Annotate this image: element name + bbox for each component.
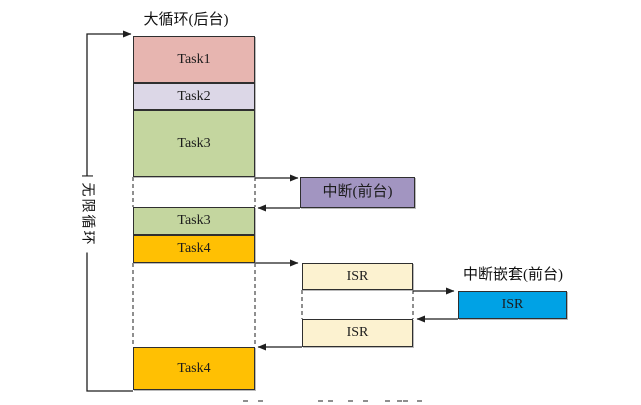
caption-glyph-top	[318, 400, 323, 402]
interrupt-box: 中断(前台)	[300, 177, 415, 208]
caption-glyph-top	[363, 400, 368, 402]
caption-glyph-top	[403, 400, 408, 402]
isr-nested-box: ISR	[458, 291, 567, 319]
task4-box: Task4	[133, 235, 255, 263]
caption-glyph-top	[385, 400, 390, 402]
task4-box-2: Task4	[133, 347, 255, 390]
isr-box-2: ISR	[302, 319, 413, 347]
infinite-loop-label: 无限循环	[78, 176, 96, 253]
background-loop-title: 大循环(后台)	[143, 12, 229, 28]
caption-fragment	[0, 398, 641, 405]
task2-box: Task2	[133, 83, 255, 110]
caption-glyph-top	[328, 400, 333, 402]
caption-glyph-top	[243, 400, 248, 402]
isr-box-1: ISR	[302, 263, 413, 290]
task3-box-2: Task3	[133, 207, 255, 235]
caption-glyph-top	[397, 400, 402, 402]
nested-interrupt-title: 中断嵌套(前台)	[463, 267, 563, 283]
task3-box: Task3	[133, 110, 255, 177]
caption-glyph-top	[417, 400, 422, 402]
caption-glyph-top	[258, 400, 263, 402]
caption-glyph-top	[348, 400, 353, 402]
task1-box: Task1	[133, 36, 255, 83]
